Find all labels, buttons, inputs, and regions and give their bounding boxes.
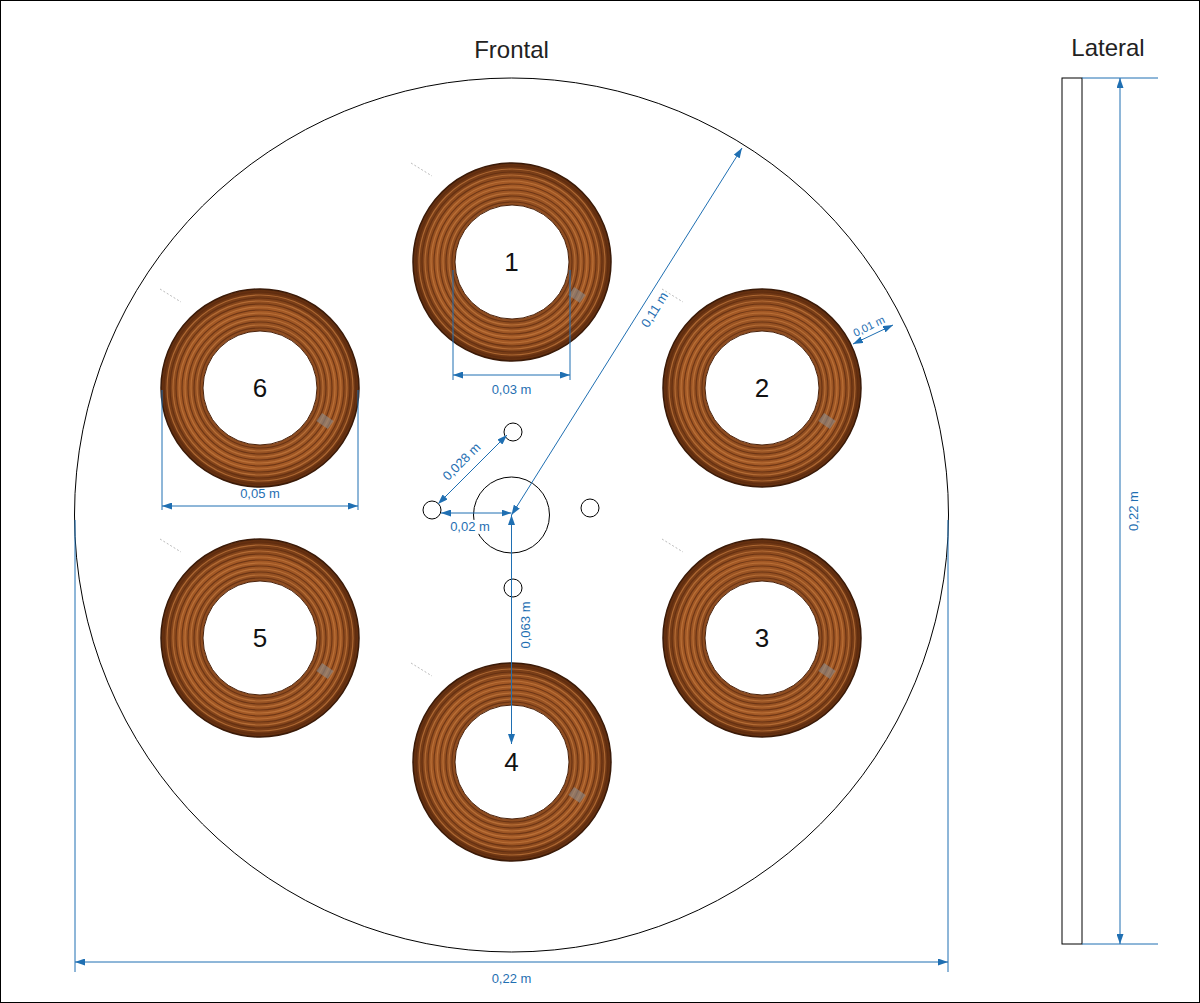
coil-body <box>413 663 611 861</box>
dimension-line <box>75 962 948 963</box>
mount-hole <box>581 499 599 517</box>
coil: 4 <box>412 662 612 862</box>
coil-number: 1 <box>412 162 612 362</box>
dimension-line <box>162 506 358 507</box>
dimension-label: 0,028 m <box>440 440 483 483</box>
disc-side-view <box>1062 78 1082 944</box>
dimension-label: 0,11 m <box>639 290 672 330</box>
view-title: Frontal <box>474 37 549 63</box>
coil-number: 3 <box>662 538 862 738</box>
extension-line <box>948 520 949 972</box>
wire-tab <box>818 413 835 429</box>
coil-body <box>161 289 359 487</box>
view-title: Lateral <box>1071 35 1144 61</box>
dimension-line <box>511 515 512 744</box>
dimension-label: 0,063 m <box>519 602 533 649</box>
dimension-line <box>1120 78 1121 944</box>
extension-line <box>75 520 76 972</box>
disc-outline <box>75 78 949 952</box>
wire-tab <box>568 787 585 803</box>
dimension-lines <box>75 78 1158 972</box>
wire-lead <box>160 289 181 302</box>
coil: 2 <box>662 288 862 488</box>
wire-tab <box>568 287 585 303</box>
dimension-label: 0,22 m <box>492 972 532 986</box>
dimension-label: 0,05 m <box>240 487 280 501</box>
wire-lead <box>160 539 181 552</box>
coil-number: 5 <box>160 538 360 738</box>
wire-lead <box>662 539 683 552</box>
coil: 3 <box>662 538 862 738</box>
dimension-line <box>453 375 570 376</box>
extension-line <box>453 270 454 380</box>
coil: 6 <box>160 288 360 488</box>
coil: 1 <box>412 162 612 362</box>
dimension-label: 0,22 m <box>1127 491 1141 531</box>
dimension-label: 0,03 m <box>492 383 532 397</box>
wire-tab <box>316 663 333 679</box>
wire-lead <box>411 163 432 176</box>
wire-lead <box>411 663 432 676</box>
coil-number: 4 <box>412 662 612 862</box>
mount-hole <box>504 423 522 441</box>
coil-body <box>413 163 611 361</box>
coil-number: 2 <box>662 288 862 488</box>
coil-body <box>663 289 861 487</box>
coil-number: 6 <box>160 288 360 488</box>
extension-line <box>570 270 571 380</box>
dimension-label: 0,02 m <box>448 520 492 534</box>
mount-hole <box>504 579 522 597</box>
extension-line <box>162 390 163 510</box>
coil: 5 <box>160 538 360 738</box>
extension-line <box>358 390 359 510</box>
coil-body <box>161 539 359 737</box>
wire-tab <box>316 413 333 429</box>
wire-tab <box>818 663 835 679</box>
dimension-line <box>441 513 512 514</box>
dimension-line <box>438 435 507 504</box>
coil-body <box>663 539 861 737</box>
dimension-label: 0,01 m <box>851 313 887 339</box>
